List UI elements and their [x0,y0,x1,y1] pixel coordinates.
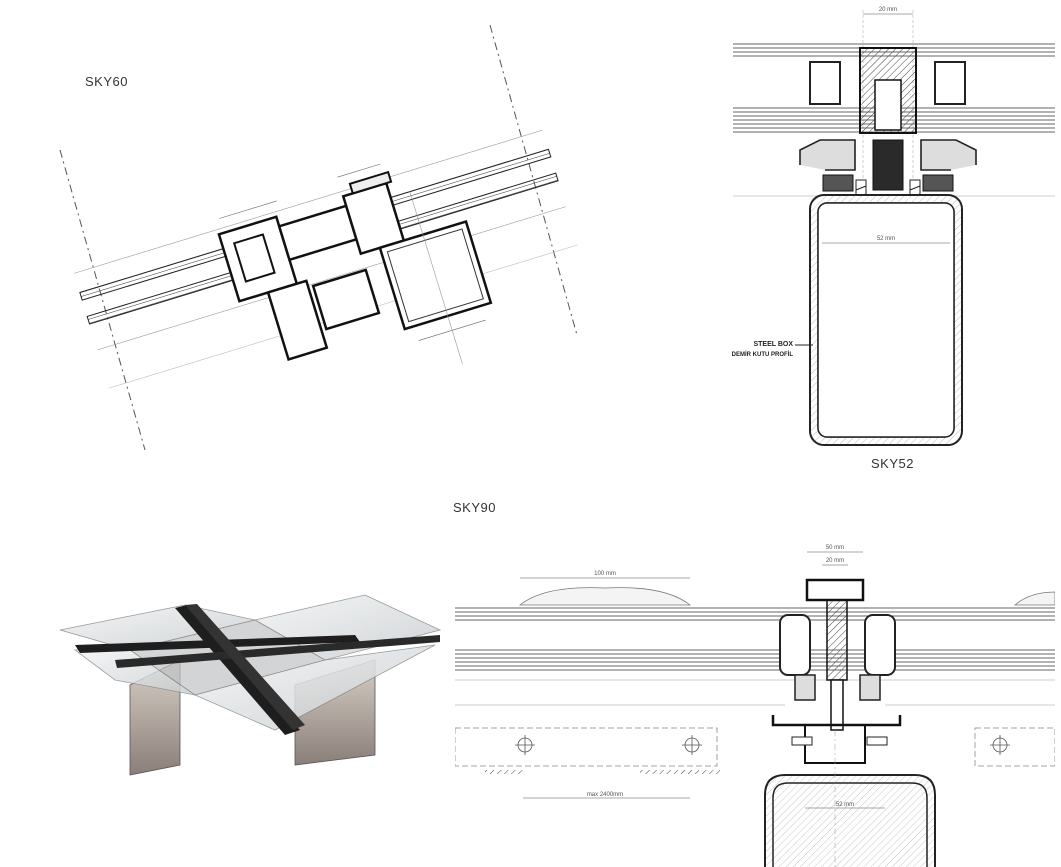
sky90-dim-outer: 50 mm [826,545,844,551]
sky60-section-drawing [55,20,585,460]
sky60-title: SKY60 [85,74,128,89]
sky90-title: SKY90 [453,500,496,515]
sky52-dim-box: 52 mm [877,236,895,242]
sky90-section-drawing: 50 mm 20 mm 100 mm [455,540,1055,867]
sky52-dim-top: 20 mm [879,7,897,13]
steel-box-label: STEEL BOX [753,341,793,348]
sky90-dim-gap: max 2400mm [587,792,623,798]
steel-box-label-tr: DEMİR KUTU PROFİL [732,351,794,358]
skylight-cross-render [55,590,445,780]
sky90-dim-bottom: 52 mm [836,802,854,808]
sky90-dim-pitch: 100 mm [594,571,616,577]
sky52-title: SKY52 [871,456,914,471]
sky90-dim-inner: 20 mm [826,558,844,564]
sky52-section-drawing: 20 mm [725,0,1061,450]
